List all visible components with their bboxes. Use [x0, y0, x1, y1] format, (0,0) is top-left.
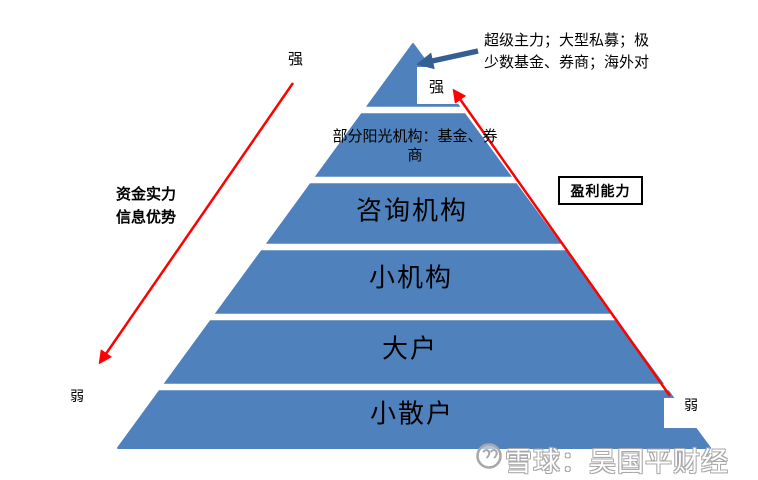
tier-divider-lines [157, 106, 669, 391]
right-scale-weak-label: 弱 [684, 398, 698, 414]
profit-ability-label: 盈利能力 [570, 183, 631, 200]
tier-consulting-label: 咨询机构 [355, 196, 469, 227]
bottom-weak-notch [664, 398, 710, 428]
tier-sunshine-line2: 商 [407, 146, 423, 164]
apex-annotation-line2: 少数基金、券商；海外对 [484, 53, 650, 71]
information-advantage-label: 信息优势 [115, 208, 176, 226]
xueqiu-logo-icon [476, 443, 502, 469]
tier-sunshine-line1: 部分阳光机构：基金、券 [332, 127, 498, 145]
watermark-brand: 雪球：吴国平财经 [505, 447, 729, 478]
profit-ability-box: 盈利能力 [558, 176, 643, 205]
apex-annotation: 超级主力；大型私募；极 少数基金、券商；海外对 [484, 29, 654, 73]
apex-strong-label: 强 [429, 78, 445, 96]
apex-annotation-line1: 超级主力；大型私募；极 [484, 31, 650, 49]
tier-sunshine-label: 部分阳光机构：基金、券 商 [303, 127, 527, 165]
profit-ability-arrow [452, 88, 672, 397]
left-scale-weak-label: 弱 [70, 389, 84, 405]
apex-callout-arrow [416, 48, 479, 70]
tier-retail-label: 小散户 [369, 399, 455, 430]
capital-strength-label: 资金实力 [115, 185, 176, 203]
tier-small-institutions-label: 小机构 [368, 263, 454, 294]
left-scale-strong-label: 强 [288, 50, 304, 68]
capital-strength-arrow [98, 82, 295, 365]
left-scale-caption: 资金实力 信息优势 [102, 183, 190, 229]
tier-big-players-label: 大户 [381, 334, 439, 365]
